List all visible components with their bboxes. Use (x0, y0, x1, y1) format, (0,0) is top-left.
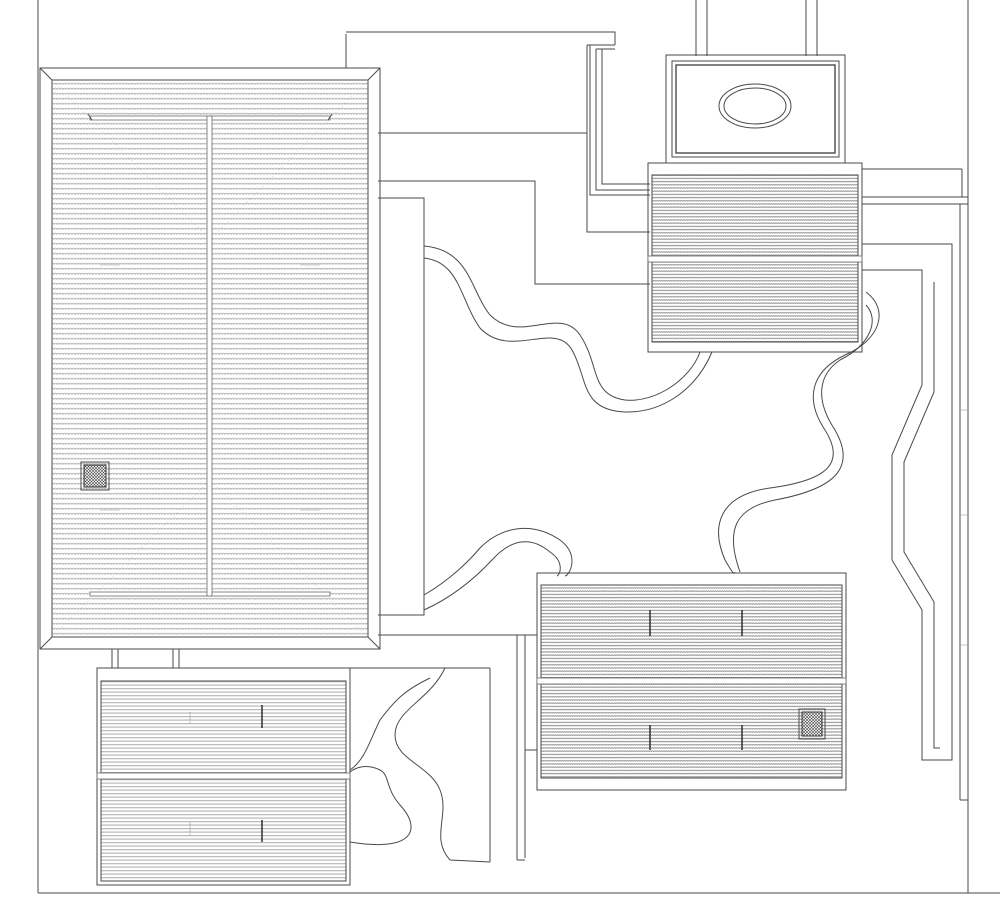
south-garden-lawn (349, 667, 491, 863)
courtyard-walls (345, 31, 650, 861)
main-house-roof (39, 67, 381, 650)
pool-basin (718, 83, 792, 129)
east-path (862, 204, 969, 801)
southwest-building-roof (96, 667, 351, 886)
link-corridor (111, 649, 180, 668)
pool-pavilion (665, 54, 846, 164)
northeast-building-roof (647, 162, 863, 353)
southeast-building-roof (536, 572, 847, 791)
north-access-lines (695, 0, 968, 205)
garden-paths (423, 245, 880, 611)
